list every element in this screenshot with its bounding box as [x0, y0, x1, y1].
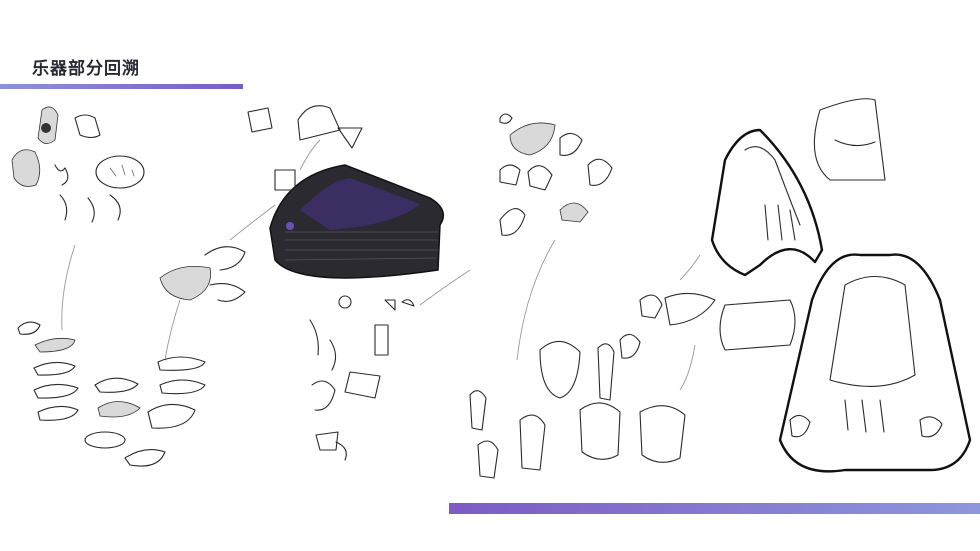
product-studies-top: [247, 105, 363, 191]
product-render: [269, 164, 445, 279]
shell-sketch-group: [17, 321, 206, 467]
page-title: 乐器部分回溯: [32, 59, 140, 79]
usage-sketches: [309, 295, 415, 461]
accent-bar-top: [0, 84, 243, 89]
concept-sketch-large: [710, 98, 972, 473]
connector-lines: [61, 139, 701, 391]
concept-sketch-small: [469, 292, 796, 479]
accent-bar-bottom: [449, 503, 980, 514]
shell-studies-center: [499, 113, 613, 236]
hand-sketch-group: [11, 106, 145, 223]
claw-sketch: [159, 246, 246, 302]
